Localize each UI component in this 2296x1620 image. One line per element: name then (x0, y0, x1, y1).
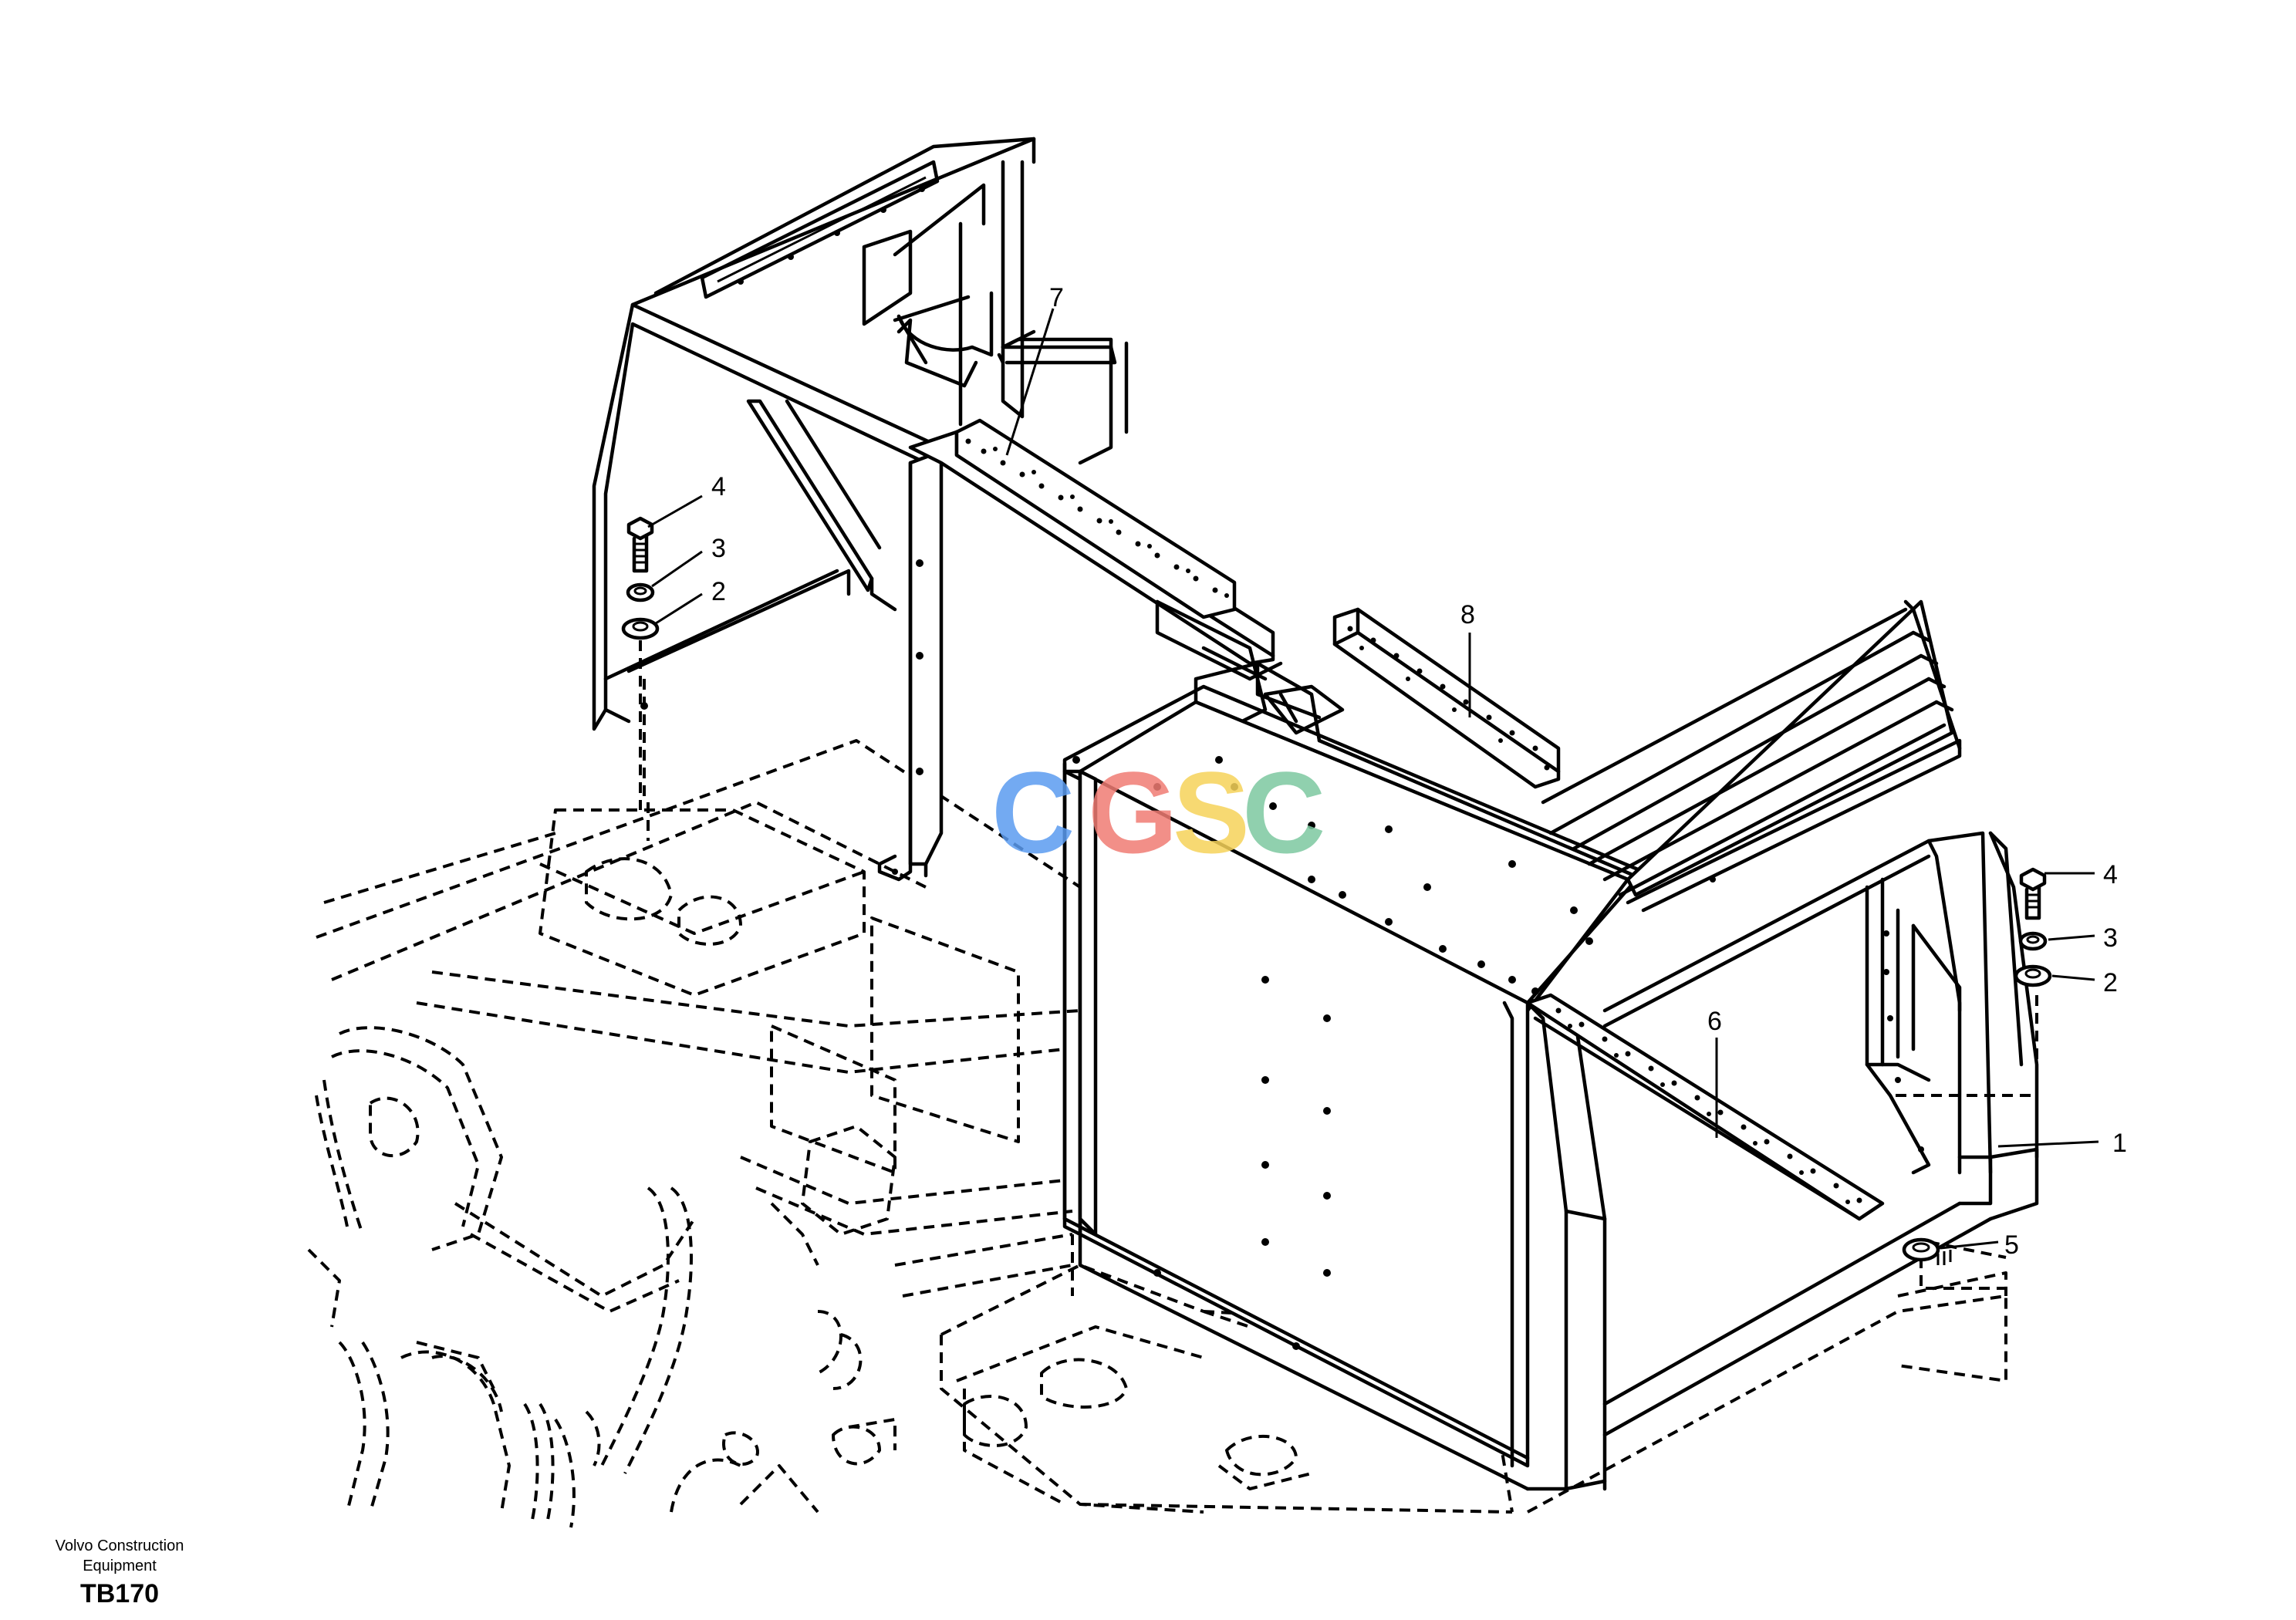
callout-6: 6 (1707, 1007, 1722, 1036)
cabinet-box (1062, 661, 1646, 1491)
cabinet-top-holes (1072, 756, 1593, 995)
rubber-mount-icon (1902, 1237, 1952, 1265)
lock-washer-icon (626, 582, 655, 602)
bolt-icon (2019, 867, 2047, 920)
cabinet-front-holes (1153, 976, 1331, 1350)
right-frame (1541, 599, 2039, 1437)
flat-washer-icon (621, 617, 660, 640)
company-name-line-2: Equipment (83, 1558, 157, 1574)
rail-holes (1555, 1007, 1862, 1204)
company-name-line-1: Volvo Construction (55, 1537, 184, 1554)
callout-4-right: 4 (2103, 860, 2118, 889)
top-beam (908, 418, 1283, 727)
watermark-letter-4: C (1242, 748, 1325, 877)
leader-lines (647, 308, 2099, 1250)
callout-2-left: 2 (711, 577, 726, 606)
callout-8: 8 (1460, 600, 1475, 629)
part-8-plate (1332, 607, 1561, 789)
watermark-logo: C G S C (991, 748, 1325, 877)
callout-3-right: 3 (2103, 923, 2118, 953)
callout-4-left: 4 (711, 472, 726, 501)
watermark-letter-3: S (1173, 748, 1250, 877)
left-fastener-set (621, 516, 660, 810)
callout-3-left: 3 (711, 534, 726, 563)
lock-washer-icon (2018, 931, 2048, 951)
callouts: 7 4 3 2 8 4 3 2 6 1 5 (711, 283, 2127, 1260)
callout-5: 5 (2004, 1230, 2019, 1260)
right-fastener-set (1902, 867, 2052, 1265)
callout-2-right: 2 (2103, 968, 2118, 997)
front-post (877, 449, 944, 882)
callout-7: 7 (1049, 283, 1064, 312)
bottom-rail (1525, 993, 1885, 1221)
rear-frame (592, 137, 1129, 731)
drawing-code: TB170 (79, 1579, 160, 1608)
flat-washer-icon (2014, 964, 2052, 987)
callout-1: 1 (2112, 1129, 2127, 1158)
watermark-letter-2: G (1088, 748, 1178, 877)
bolt-icon (626, 516, 654, 573)
watermark-letter-1: C (991, 748, 1075, 877)
beam-holes (965, 438, 1229, 598)
